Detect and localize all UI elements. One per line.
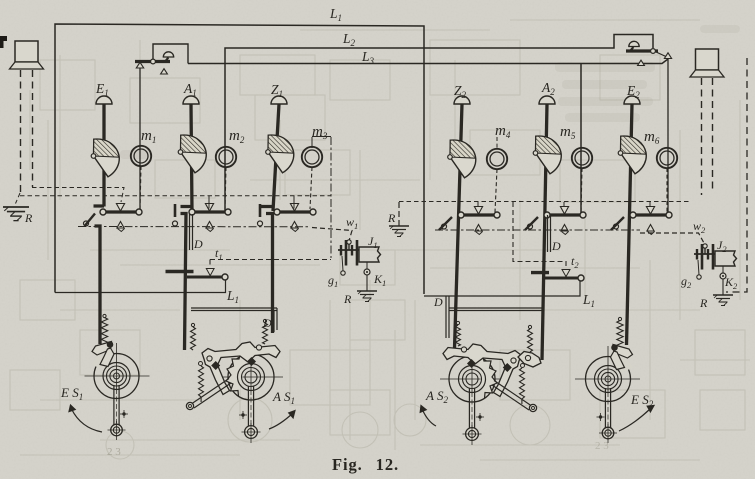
svg-text:g2: g2: [681, 274, 692, 290]
svg-text:R: R: [24, 211, 33, 225]
svg-text:A S2: A S2: [425, 388, 448, 405]
svg-text:R: R: [699, 296, 708, 310]
svg-text:E S2: E S2: [630, 392, 654, 409]
svg-text:t1: t1: [215, 246, 223, 262]
svg-text:2 3: 2 3: [595, 440, 609, 452]
svg-text:R: R: [343, 292, 352, 306]
svg-text:Fig. 12.: Fig. 12.: [332, 455, 399, 474]
svg-text:2 3: 2 3: [107, 446, 121, 458]
svg-text:D: D: [551, 239, 561, 253]
svg-text:g1: g1: [328, 273, 338, 289]
svg-text:J1: J1: [368, 234, 378, 250]
svg-text:D: D: [262, 316, 272, 330]
svg-text:A S1: A S1: [272, 389, 295, 406]
svg-text:D: D: [433, 295, 443, 309]
svg-text:J2: J2: [717, 238, 727, 254]
svg-text:D: D: [193, 237, 203, 251]
svg-text:t2: t2: [571, 254, 579, 270]
svg-text:E S1: E S1: [60, 385, 83, 402]
svg-text:R: R: [387, 211, 396, 225]
